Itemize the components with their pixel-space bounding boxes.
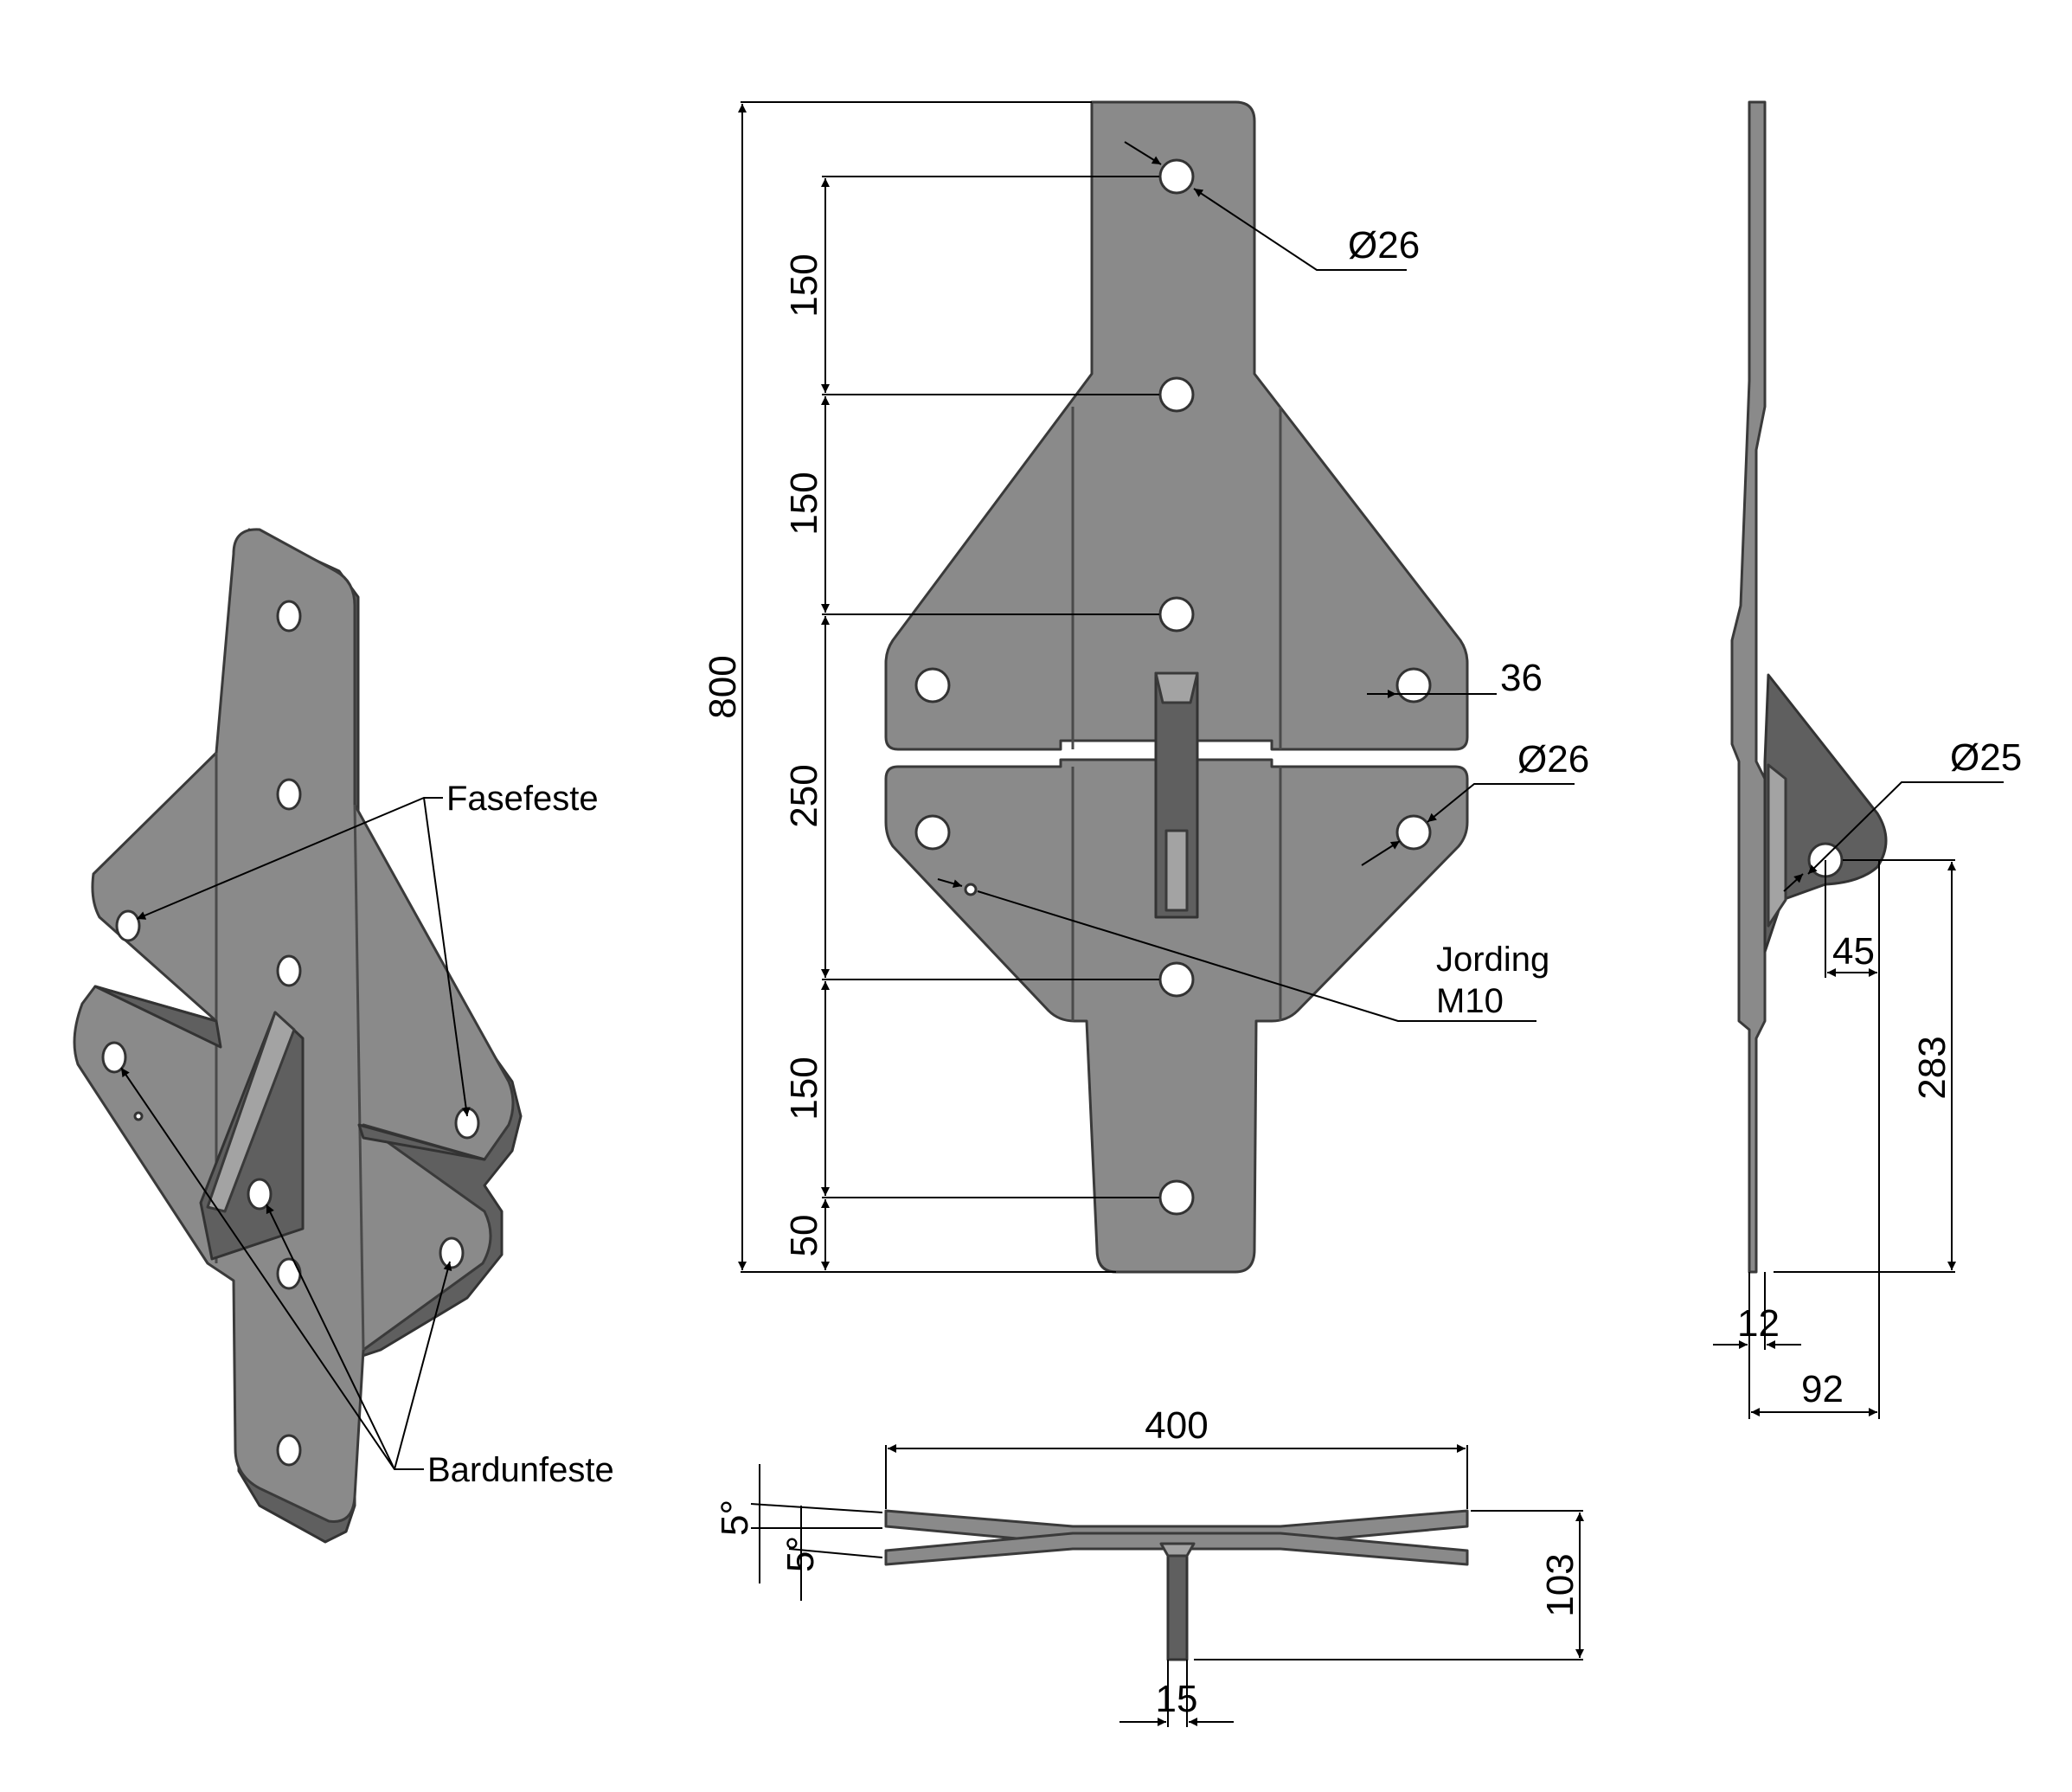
iso-lug-face	[206, 1011, 296, 1213]
dim-400: 400	[1145, 1404, 1208, 1447]
iso-hole-1	[276, 600, 302, 633]
jording-label: Jording	[1436, 941, 1549, 979]
front-view: 800 150 150 250 150 50 Ø26 36 Ø26 Jordin…	[702, 100, 1589, 1274]
front-hole-3	[1158, 596, 1195, 633]
dim-angle-lower: 5°	[779, 1536, 822, 1572]
iso-plate	[73, 528, 515, 1523]
dim-dia26-top: Ø26	[1348, 224, 1420, 267]
bardunfeste-leader-3	[394, 1261, 452, 1470]
bottom-web	[1166, 1547, 1189, 1661]
jording-arrow	[937, 878, 963, 889]
iso-slot-left	[93, 985, 222, 1049]
dia26-side-leader	[1427, 783, 1575, 823]
front-hole-4	[1158, 961, 1195, 998]
dim-15: 15	[1156, 1678, 1198, 1720]
iso-hole-9	[439, 1236, 465, 1269]
side-lug-face	[1767, 763, 1787, 928]
dim-12: 12	[1737, 1302, 1780, 1345]
side-view: Ø25 45 283 12 92	[1713, 100, 2022, 1419]
front-hole-right-upper	[1395, 667, 1432, 703]
dim-36: 36	[1500, 657, 1543, 699]
front-ground-hole	[964, 883, 978, 896]
iso-hole-10	[247, 1178, 273, 1211]
bottom-wing-upper	[884, 1509, 1469, 1545]
dim-150-a: 150	[783, 254, 825, 317]
dim-103: 103	[1539, 1553, 1581, 1616]
front-hole-left-upper	[914, 667, 951, 703]
dim-150-c: 150	[783, 1057, 825, 1120]
dia25-arrow-in	[1783, 873, 1804, 892]
front-gusset-top	[1154, 671, 1199, 704]
iso-slot-right	[357, 1123, 486, 1161]
bardunfeste-label: Bardunfeste	[427, 1451, 614, 1489]
dim-250: 250	[783, 764, 825, 827]
front-hole-1	[1158, 158, 1195, 195]
front-hole-left-lower	[914, 814, 951, 851]
dim-50: 50	[783, 1215, 825, 1257]
dia25-leader	[1807, 781, 2004, 875]
front-hole-5	[1158, 1179, 1195, 1216]
dia26-top-arrow-in	[1124, 141, 1162, 165]
iso-hole-3	[276, 954, 302, 987]
dim-45: 45	[1832, 930, 1875, 973]
side-plate	[1730, 100, 1767, 1274]
iso-hole-6	[115, 909, 141, 942]
dia26-top-leader	[1193, 188, 1407, 271]
fasefeste-leader-2	[423, 797, 471, 1117]
dim-92: 92	[1801, 1368, 1844, 1410]
front-plate-lower	[884, 758, 1469, 1274]
jording-leader	[977, 890, 1536, 1022]
dim-dia25: Ø25	[1950, 736, 2022, 779]
dia26-side-arrow-in	[1361, 840, 1401, 866]
iso-fold-line-right	[353, 804, 365, 1351]
dim-800: 800	[702, 655, 744, 718]
fasefeste-label: Fasefeste	[446, 780, 599, 818]
angle-upper-ext	[750, 1503, 883, 1513]
jording-size-label: M10	[1436, 982, 1504, 1020]
iso-ground-hole	[133, 1111, 144, 1121]
iso-hole-2	[276, 778, 302, 811]
isometric-view: Fasefeste Bardunfeste	[73, 528, 614, 1544]
bottom-view: 400 103 15 5° 5°	[714, 1404, 1584, 1727]
front-plate-upper	[884, 100, 1469, 751]
iso-hole-4	[276, 1257, 302, 1290]
bardunfeste-leader-2	[266, 1204, 395, 1470]
dim-283: 283	[1911, 1036, 1953, 1099]
front-gusset-slot	[1164, 829, 1189, 912]
angle-lower-ext	[788, 1548, 883, 1558]
bottom-web-top	[1159, 1542, 1196, 1558]
dim-150-b: 150	[783, 472, 825, 535]
front-hole-right-lower	[1395, 814, 1432, 851]
dim-angle-upper: 5°	[714, 1500, 756, 1536]
iso-hole-5	[276, 1434, 302, 1467]
dim-dia26-side: Ø26	[1517, 738, 1589, 780]
front-hole-2	[1158, 376, 1195, 413]
iso-hole-8	[101, 1041, 127, 1074]
